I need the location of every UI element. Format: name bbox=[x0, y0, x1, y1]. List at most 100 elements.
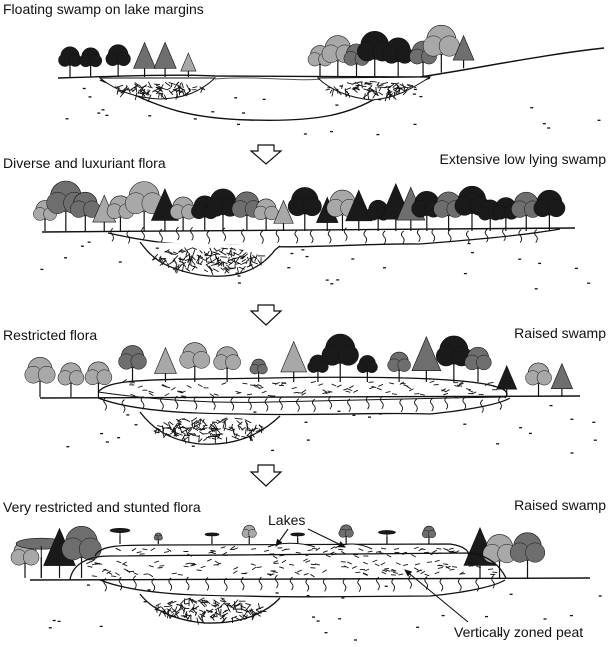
peat-dash bbox=[122, 562, 126, 564]
lower-layer-panel-3 bbox=[98, 398, 510, 415]
peat-dash bbox=[447, 550, 451, 553]
peat-dash bbox=[392, 394, 397, 395]
broadleaf-tree-icon bbox=[79, 48, 101, 77]
basin-peat-panel-3 bbox=[140, 412, 280, 444]
panel-2-left-label: Diverse and luxuriant flora bbox=[3, 155, 166, 171]
peat-dash bbox=[489, 382, 494, 383]
peat-dash bbox=[311, 381, 316, 382]
peat-dash bbox=[138, 386, 143, 388]
tree-canopy bbox=[38, 366, 55, 383]
peat-dash bbox=[254, 387, 259, 388]
peat-dash bbox=[233, 571, 237, 573]
peat-dash bbox=[409, 389, 413, 391]
broadleaf-tree-icon bbox=[534, 190, 565, 231]
peat-dash bbox=[353, 390, 357, 392]
peat-dash bbox=[211, 553, 216, 554]
panel-raised-swamp-1: Restricted flora Raised swamp bbox=[3, 325, 606, 453]
peat-dash bbox=[466, 389, 471, 390]
peat-dash bbox=[149, 393, 153, 396]
peat-dash bbox=[403, 385, 408, 386]
panel-2-right-label: Extensive low lying swamp bbox=[439, 151, 606, 167]
peat-dash bbox=[149, 566, 154, 567]
panel-raised-swamp-2: Very restricted and stunted flora Raised… bbox=[3, 497, 606, 640]
peat-squiggle bbox=[383, 231, 386, 244]
conifer-tree-icon bbox=[181, 53, 196, 77]
peat-dash bbox=[215, 561, 219, 564]
peat-dash bbox=[149, 391, 154, 392]
tree-canopy bbox=[97, 370, 112, 385]
tree-canopy bbox=[154, 42, 176, 68]
peat-dash bbox=[352, 566, 357, 568]
peat-dash bbox=[242, 383, 247, 384]
peat-fibre bbox=[326, 89, 330, 90]
peat-squiggle bbox=[265, 398, 268, 411]
peat-dash bbox=[414, 394, 419, 395]
peat-dash bbox=[262, 391, 267, 393]
peat-squiggle bbox=[176, 227, 179, 240]
peat-dash bbox=[318, 384, 323, 386]
peat-dash bbox=[308, 550, 313, 551]
peat-dash bbox=[273, 561, 278, 563]
peat-squiggle bbox=[358, 579, 361, 592]
peat-fibre bbox=[158, 605, 159, 611]
panel-low-lying-swamp: Diverse and luxuriant flora Extensive lo… bbox=[3, 151, 606, 289]
peat-dash bbox=[326, 555, 331, 557]
peat-dash bbox=[191, 564, 196, 565]
ground-line-panel-4 bbox=[30, 578, 590, 580]
peat-dash bbox=[452, 567, 457, 568]
dome-texture-panel-4 bbox=[86, 546, 497, 577]
peat-dash bbox=[377, 388, 382, 390]
peat-dash bbox=[149, 574, 153, 577]
peat-dash bbox=[154, 561, 159, 563]
peat-squiggle bbox=[430, 398, 433, 411]
peat-dash bbox=[323, 551, 328, 553]
peat-squiggle bbox=[224, 578, 227, 591]
peat-dash bbox=[164, 552, 169, 553]
peat-dash bbox=[435, 560, 440, 561]
peat-squiggle bbox=[111, 228, 114, 241]
peat-texture-panel-4 bbox=[104, 575, 495, 592]
panel-4-right-label: Raised swamp bbox=[514, 497, 606, 513]
conifer-tree-icon bbox=[154, 42, 176, 77]
peat-dash bbox=[137, 552, 142, 553]
peat-dash bbox=[292, 387, 297, 388]
peat-squiggle bbox=[328, 230, 331, 243]
tree-canopy bbox=[193, 351, 210, 368]
peat-dash bbox=[167, 549, 171, 552]
tree-canopy bbox=[117, 52, 131, 66]
tree-canopy bbox=[89, 54, 101, 66]
broadleaf-tree-icon bbox=[70, 192, 100, 231]
peat-dash bbox=[417, 570, 422, 572]
tree-canopy bbox=[428, 530, 436, 538]
broadleaf-tree-icon bbox=[422, 526, 436, 544]
tree-line-panel-2 bbox=[33, 181, 565, 231]
panel-3-left-label: Restricted flora bbox=[3, 327, 97, 343]
peat-squiggle bbox=[519, 230, 522, 243]
panel-4-left-label: Very restricted and stunted flora bbox=[3, 499, 201, 515]
peat-dash bbox=[430, 381, 435, 383]
peat-dash bbox=[322, 570, 326, 573]
peat-squiggle bbox=[458, 578, 461, 591]
peat-label: Vertically zoned peat bbox=[454, 624, 583, 640]
peat-dash bbox=[305, 561, 310, 563]
tree-line-panel-1 bbox=[58, 25, 474, 77]
ground-line-panel-2 bbox=[42, 228, 575, 232]
peat-dash bbox=[337, 385, 341, 387]
dome-texture-panel-3 bbox=[123, 380, 499, 399]
peat-dash bbox=[432, 550, 437, 552]
peat-dash bbox=[178, 574, 183, 575]
peat-squiggle bbox=[223, 228, 226, 241]
peat-dash bbox=[201, 566, 206, 568]
peat-dash bbox=[375, 564, 379, 566]
panel-floating-swamp: Floating swamp on lake margins bbox=[3, 1, 604, 135]
peat-dash bbox=[398, 574, 403, 575]
peat-squiggle bbox=[104, 397, 107, 410]
peat-squiggle bbox=[295, 230, 298, 243]
peat-squiggle bbox=[417, 229, 420, 242]
tree-canopy bbox=[258, 364, 268, 374]
peat-squiggle bbox=[323, 578, 326, 591]
peat-dash bbox=[165, 393, 169, 395]
tree-canopy bbox=[551, 364, 572, 389]
peat-dash bbox=[338, 549, 343, 550]
tree-canopy bbox=[248, 529, 256, 537]
